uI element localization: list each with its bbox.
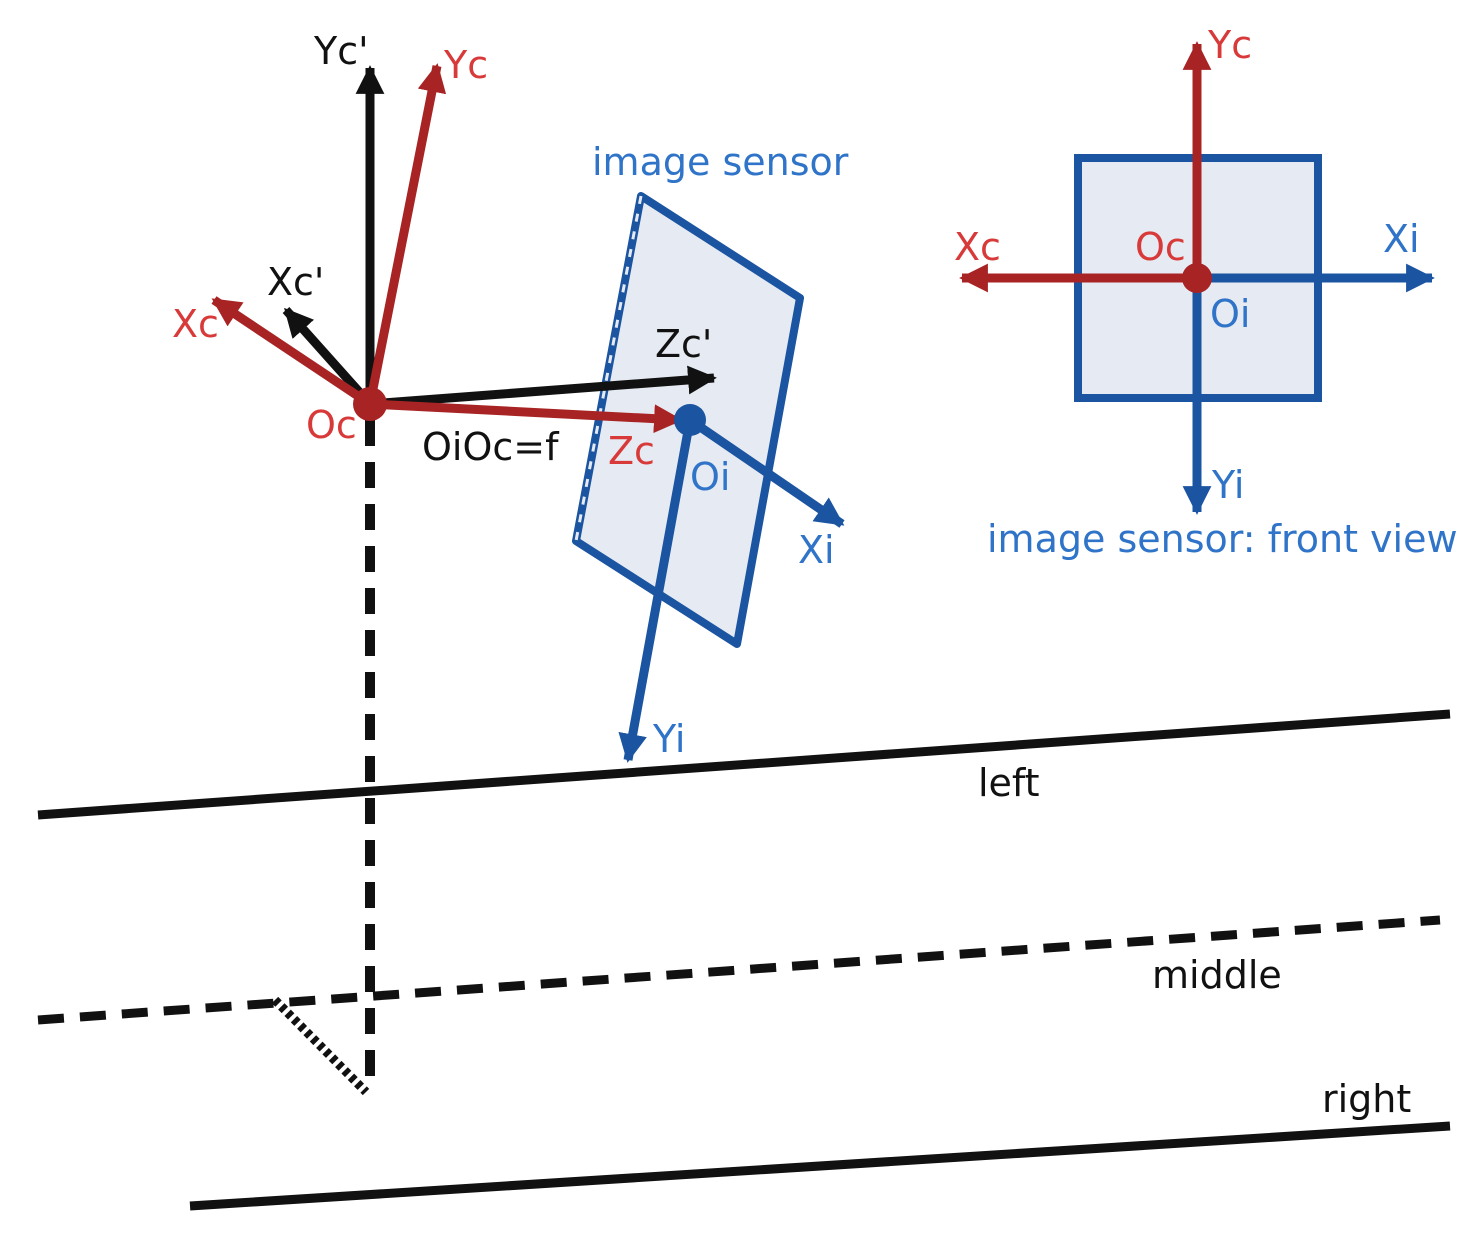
front-view-yi-label: Yi [1211,463,1244,507]
front-view-xc-label: Xc [954,225,1001,269]
zc-prime-label: Zc' [655,322,712,366]
left-lane-label: left [978,761,1040,805]
xc-prime-axis-arrow [282,307,374,407]
yc-axis-arrow [365,63,447,405]
ground-projection-dashed-line [271,996,370,1096]
oc-origin-point [353,387,387,421]
front-view-xi-label: Xi [1383,217,1420,261]
right-lane-label: right [1322,1077,1411,1121]
zc-label: Zc [608,429,655,473]
front-view-oc-label: Oc [1135,225,1186,269]
xc-label: Xc [172,302,219,346]
middle-lane-label: middle [1152,953,1282,997]
front-view-caption: image sensor: front view [987,517,1458,561]
front-view-oi-label: Oi [1210,292,1250,336]
xc-axis-arrow [211,296,373,408]
yi-label: Yi [652,717,685,761]
oi-origin-point [674,404,706,436]
right-lane-line [189,1121,1451,1211]
oi-label: Oi [690,455,730,499]
zc-axis-arrow [369,399,683,434]
yi-axis-arrow [618,419,695,763]
xi-axis-arrow [687,416,845,528]
middle-lane-line [37,915,1441,1025]
sensor-plane-dashed-edge [574,195,643,542]
xc-prime-label: Xc' [267,260,324,304]
focal-length-label: OiOc=f [422,425,560,469]
left-lane-line [37,709,1451,820]
xi-label: Xi [798,528,835,572]
zc-prime-axis-arrow [369,365,717,409]
yc-prime-label: Yc' [313,29,369,73]
yc-label: Yc [443,43,488,87]
oc-label: Oc [306,403,357,447]
front-view-yc-label: Yc [1207,23,1252,67]
front-view-origin-point [1182,263,1212,293]
image-sensor-title: image sensor [592,140,849,184]
